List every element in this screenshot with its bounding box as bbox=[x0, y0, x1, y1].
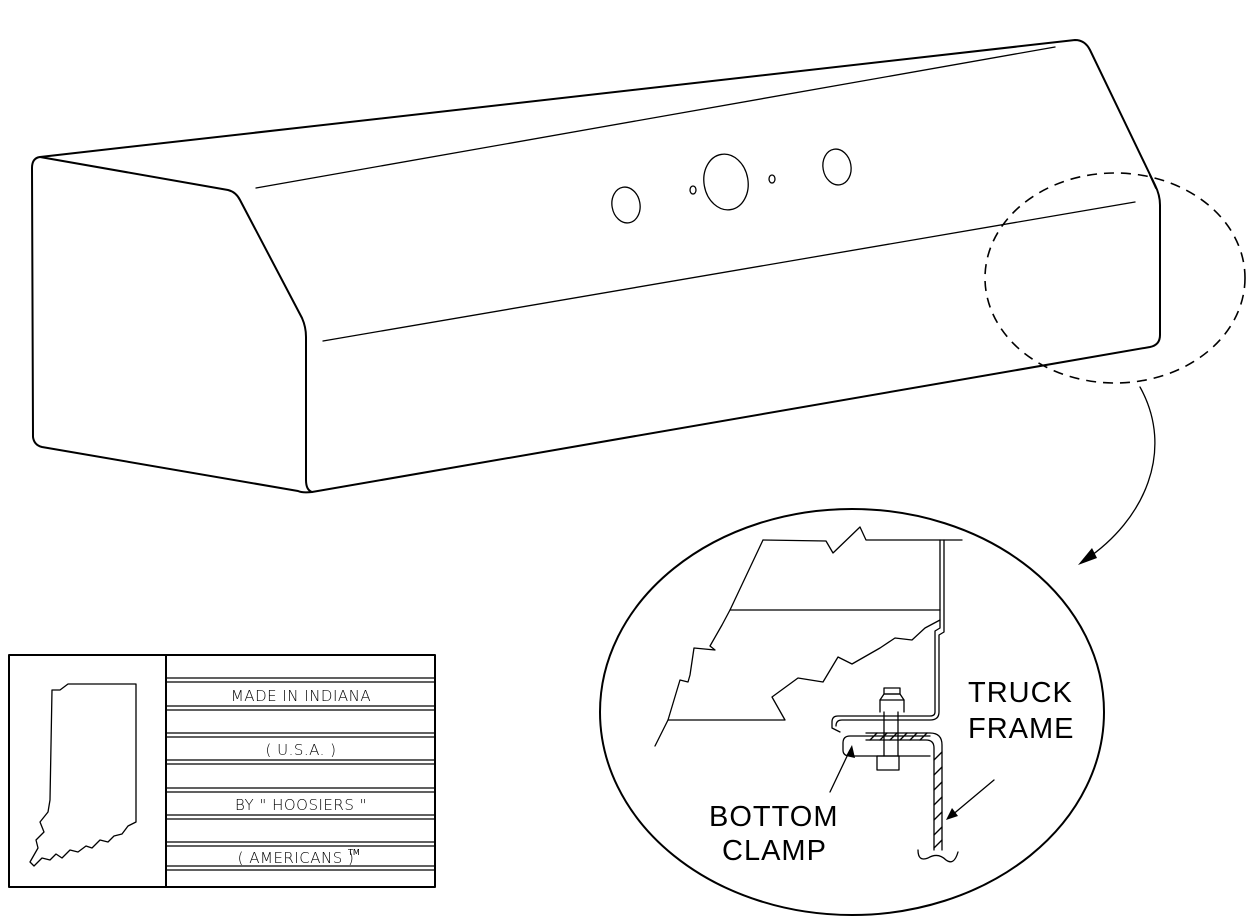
bottom-clamp-arrowhead bbox=[846, 745, 855, 758]
plate-line-usa: ( U.S.A. ) bbox=[265, 741, 336, 759]
made-in-indiana-plate: MADE IN INDIANA ( U.S.A. ) BY " HOOSIERS… bbox=[8, 654, 436, 888]
screw-hole-right bbox=[768, 174, 776, 184]
plate-line-made-in-indiana: MADE IN INDIANA bbox=[231, 687, 371, 705]
box-side-wall-inner bbox=[835, 539, 945, 727]
box-section-top bbox=[762, 526, 963, 554]
truck-frame-flange bbox=[865, 732, 943, 851]
bolt-washer-top bbox=[883, 687, 901, 695]
box-side-wall bbox=[831, 539, 941, 733]
box-section-left-break bbox=[654, 539, 764, 747]
toolbox-face-edge-left bbox=[39, 156, 307, 481]
bolt-head bbox=[879, 693, 905, 713]
detail-callout-circle bbox=[984, 172, 1246, 384]
bottom-clamp-label-line2: CLAMP bbox=[722, 835, 827, 867]
truck-frame-arrowhead bbox=[946, 808, 958, 820]
detail-view: TRUCK FRAME BOTTOM CLAMP bbox=[599, 508, 1105, 916]
lid-panel-line bbox=[255, 46, 1056, 189]
plate-line-hoosiers: BY " HOOSIERS " bbox=[235, 796, 367, 814]
box-section-lower-break bbox=[667, 619, 941, 721]
lock-hole-left bbox=[611, 186, 641, 224]
front-panel-line bbox=[322, 201, 1136, 342]
truck-frame-hatching bbox=[869, 732, 943, 849]
screw-hole-left bbox=[689, 185, 697, 195]
lock-hole-center bbox=[703, 153, 749, 211]
plate-border bbox=[8, 654, 436, 888]
detail-leader-curve bbox=[1084, 386, 1156, 561]
plate-line-americans: ( AMERICANS ) bbox=[238, 849, 355, 867]
toolbox-face-edge-right bbox=[1149, 174, 1157, 189]
toolbox-body bbox=[31, 39, 1161, 494]
bottom-clamp-shape bbox=[842, 735, 931, 757]
indiana-state-icon bbox=[29, 683, 137, 867]
bottom-clamp-label-line1: BOTTOM bbox=[709, 801, 839, 833]
truck-frame-label-line2: FRAME bbox=[968, 713, 1075, 745]
toolbox-outline bbox=[31, 39, 1161, 494]
bottom-clamp-leader bbox=[829, 749, 851, 793]
plate-trademark: TM bbox=[347, 848, 360, 857]
truck-frame-break bbox=[917, 849, 959, 863]
detail-leader-arrowhead bbox=[1078, 548, 1097, 565]
plate-stripes bbox=[165, 677, 436, 871]
toolbox-bottom-edge bbox=[305, 479, 313, 493]
truck-frame-label-line1: TRUCK bbox=[968, 677, 1073, 709]
lock-hole-right bbox=[822, 148, 852, 186]
detail-circle bbox=[599, 508, 1105, 916]
truck-frame-leader bbox=[950, 779, 995, 817]
bolt-nut bbox=[876, 755, 900, 771]
